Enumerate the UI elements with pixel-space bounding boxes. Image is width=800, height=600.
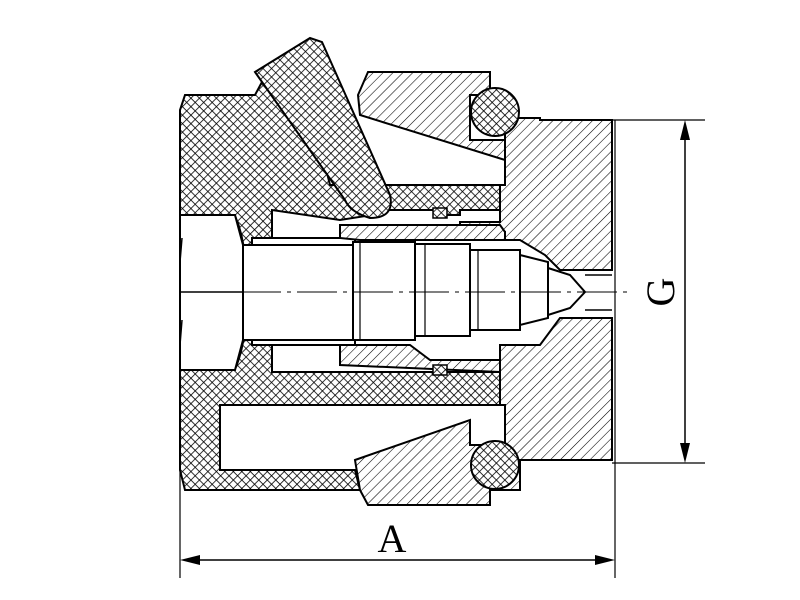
dim-a-arrow-left [180,555,200,565]
lower-o-ring [470,440,520,490]
angled-pin [253,36,392,220]
thread-lines [359,242,479,340]
lower-seal [432,364,448,376]
stud-tip [547,266,587,317]
threaded-segment [352,241,549,341]
dimension-a-label: A [378,516,407,561]
hex-nut-chamfer-left [179,237,183,346]
dimension-g-label: G [638,278,683,307]
upper-seal [432,207,448,219]
upper-jaw [356,71,506,162]
dim-g-arrow-top [680,120,690,140]
dim-g-arrow-bottom [680,443,690,463]
main-sleeve [459,117,613,461]
dim-a-arrow-right [595,555,615,565]
upper-o-ring [470,87,520,137]
inner-ring [339,224,506,374]
